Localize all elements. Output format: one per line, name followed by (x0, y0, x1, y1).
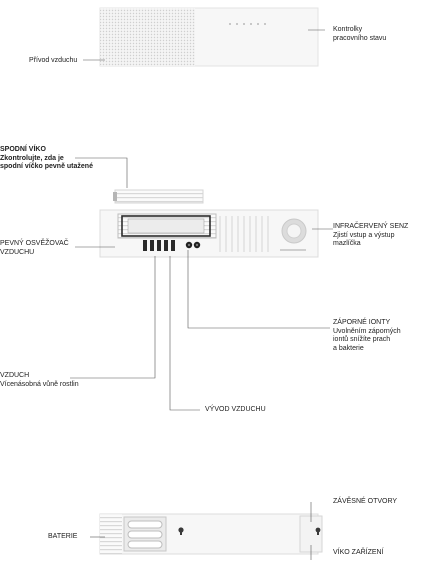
bottom-device (99, 513, 323, 555)
hanging-hole-right-icon (315, 527, 321, 535)
label-viko-zarizeni: VÍKO ZAŘÍZENÍ (333, 549, 384, 556)
label-privod-vzduchu: Přívod vzduchu (29, 57, 78, 64)
top-device (99, 7, 319, 67)
vent-slots-right (219, 216, 269, 252)
air-outlet-slots (143, 240, 175, 251)
air-intake-grill (100, 8, 195, 66)
middle-device (99, 209, 319, 258)
label-baterie: BATERIE (48, 533, 78, 540)
label-vyvod-vzduchu: VÝVOD VZDUCHU (205, 406, 266, 413)
label-zavesne-otvory: ZÁVĚSNÉ OTVORY (333, 498, 398, 505)
battery-compartment (123, 516, 167, 552)
bottom-lid-part (113, 189, 204, 204)
hanging-hole-icon (178, 527, 184, 535)
ion-outlets (185, 241, 201, 249)
infrared-sensor-icon (281, 218, 307, 244)
status-indicator-lights (229, 23, 266, 25)
